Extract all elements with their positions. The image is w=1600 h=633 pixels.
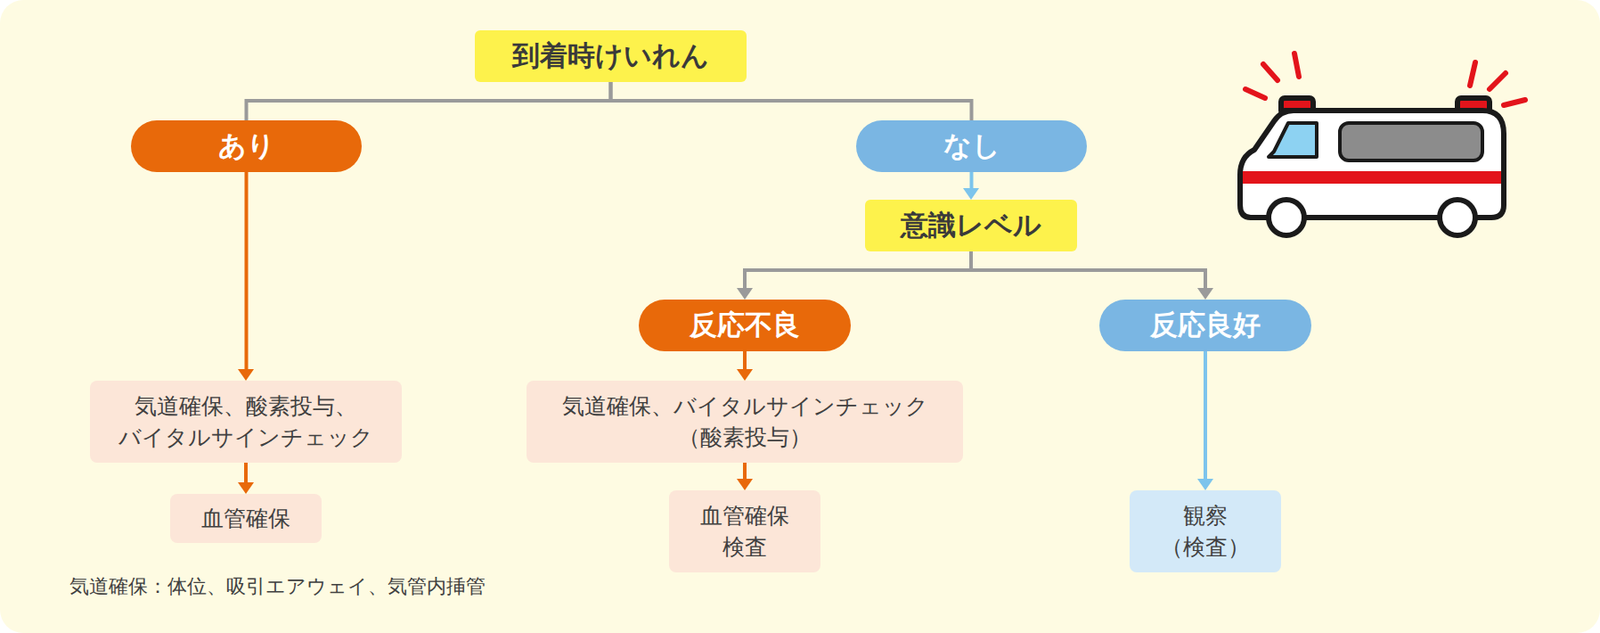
action-box: 血管確保 (170, 493, 322, 543)
node-text: 到着時けいれん (512, 37, 710, 75)
node-text: 気道確保、酸素投与、 バイタルサインチェック (107, 390, 384, 453)
flow-connector (736, 251, 972, 300)
action-box: 観察 （検査） (1129, 489, 1282, 572)
node-text: 反応良好 (1150, 306, 1261, 344)
action-box: 血管確保 検査 (669, 489, 821, 572)
action-box: 気道確保、酸素投与、 バイタルサインチェック (89, 380, 402, 463)
flow-connector (246, 81, 612, 121)
node-text: 観察 （検査） (1147, 499, 1264, 563)
flow-connector (611, 81, 972, 121)
node-text: 血管確保 検査 (686, 499, 803, 563)
branch-pill: 反応良好 (1099, 299, 1312, 352)
node-text: 血管確保 (201, 502, 291, 534)
node-text: 気道確保、バイタルサインチェック （酸素投与） (544, 390, 946, 453)
node-text: あり (218, 127, 276, 165)
branch-pill: なし (856, 120, 1087, 172)
decision-box: 意識レベル (865, 199, 1078, 252)
flow-connector (963, 171, 980, 200)
flow-connector (1197, 351, 1214, 490)
node-text: 意識レベル (900, 206, 1042, 245)
flow-connector (736, 462, 753, 490)
start-box: 到着時けいれん (474, 30, 747, 82)
flow-connector (237, 171, 254, 381)
action-box: 気道確保、バイタルサインチェック （酸素投与） (526, 380, 964, 463)
footnote: 気道確保：体位、吸引エアウェイ、気管内挿管 (69, 572, 486, 600)
flow-connector (971, 251, 1214, 300)
node-text: 反応不良 (689, 306, 800, 344)
branch-pill: 反応不良 (638, 299, 851, 352)
flow-connector (237, 462, 254, 494)
flow-connector (736, 351, 753, 381)
node-text: なし (943, 127, 1001, 165)
branch-pill: あり (130, 120, 362, 172)
